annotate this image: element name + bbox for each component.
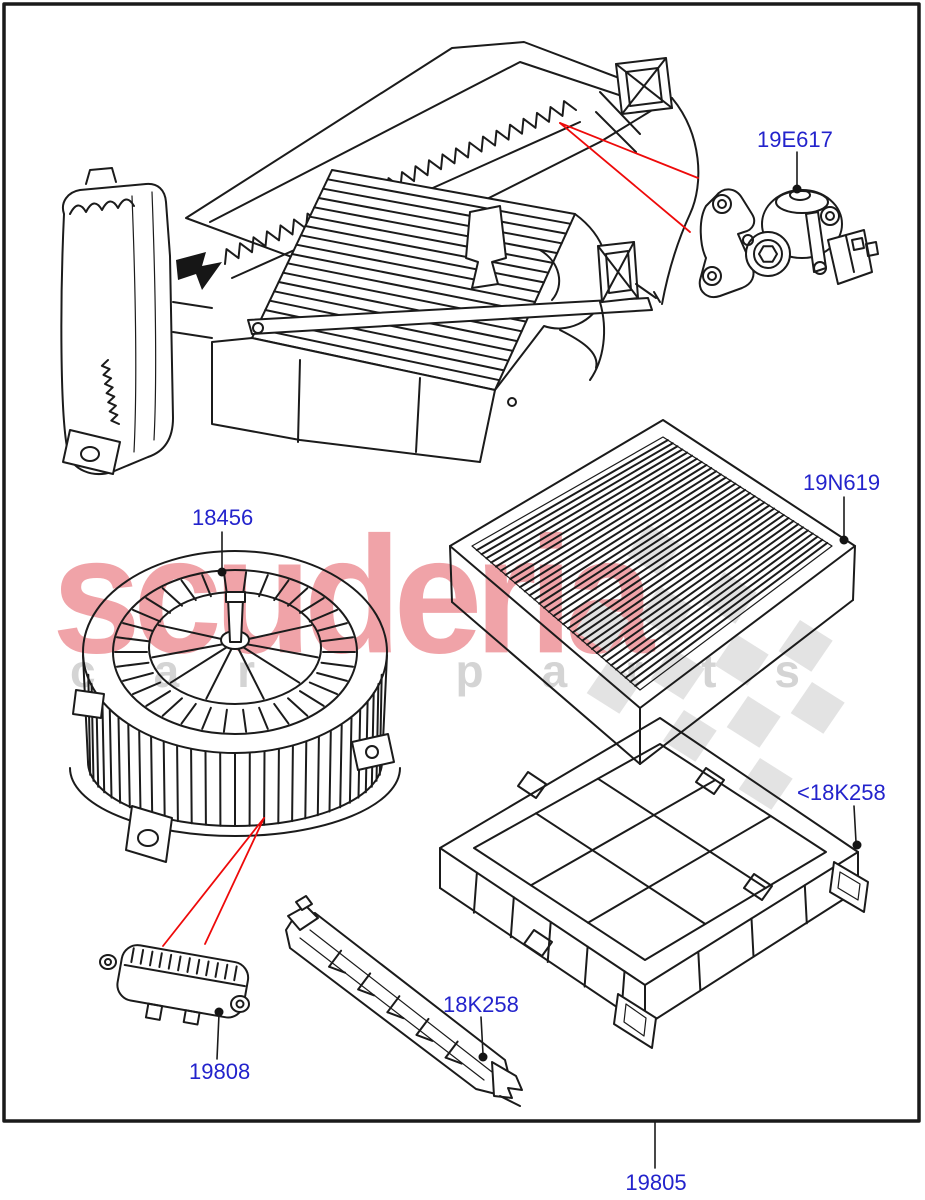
blower-motor-drawing: [69, 550, 401, 863]
filter-cover-strip-drawing: [285, 895, 523, 1107]
diagram-border: [2, 2, 921, 1123]
part-label-19808[interactable]: 19808: [189, 1059, 251, 1084]
hvac-housing-drawing: [60, 41, 700, 475]
leader-lines: [162, 122, 862, 1169]
part-label-lt18K258[interactable]: <18K258: [797, 780, 886, 805]
part-label-18456[interactable]: 18456: [192, 505, 254, 530]
filter-housing-frame-drawing: [439, 717, 869, 1049]
cabin-air-filter-drawing: [449, 419, 856, 765]
part-label-19E617[interactable]: 19E617: [757, 127, 833, 152]
part-label-19805[interactable]: 19805: [625, 1170, 687, 1195]
servo-motor-drawing: [698, 188, 879, 298]
blower-resistor-drawing: [99, 944, 250, 1026]
part-label-18K258[interactable]: 18K258: [443, 992, 519, 1017]
part-label-19N619[interactable]: 19N619: [803, 470, 881, 495]
